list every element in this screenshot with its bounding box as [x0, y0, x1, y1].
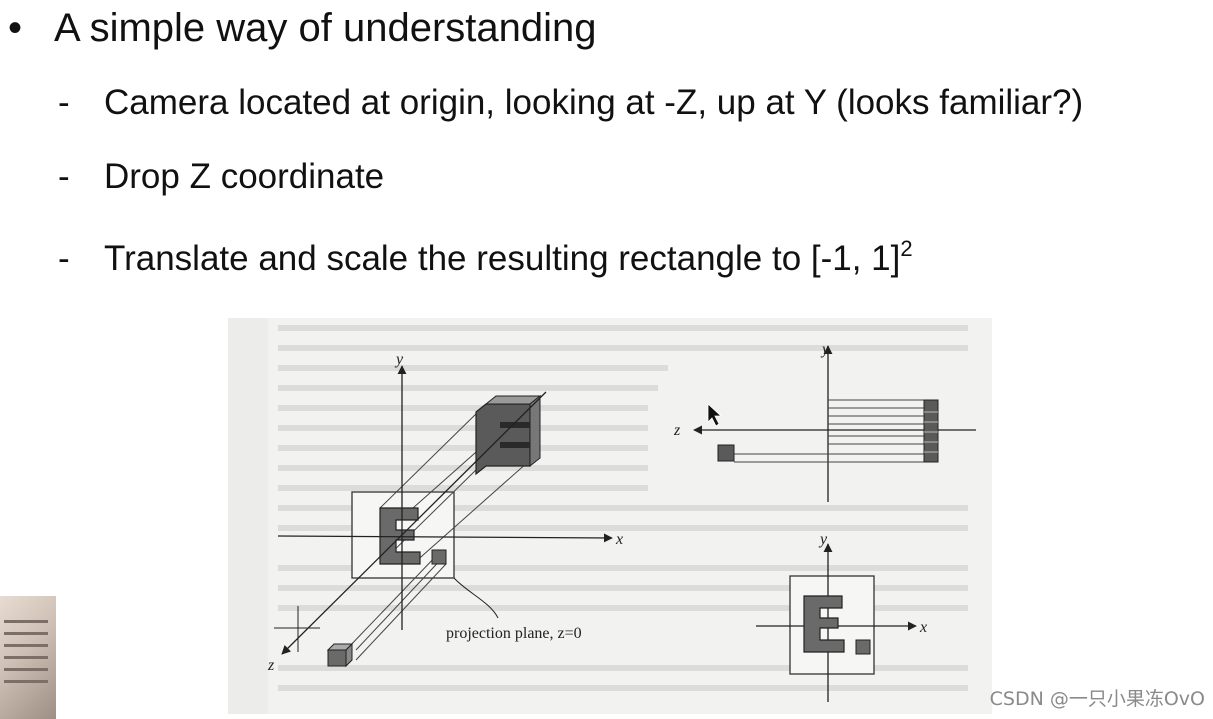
webcam-overlay	[0, 596, 56, 719]
bullet-dot: •	[8, 4, 54, 52]
dash-marker: -	[58, 238, 104, 280]
figure-caption: projection plane, z=0	[446, 625, 582, 642]
front-block-e	[804, 596, 844, 652]
y-axis-label-side: y	[820, 341, 830, 358]
z-axis-label-left: z	[267, 657, 275, 674]
side-small-cube	[718, 445, 734, 461]
bullet-point-2: -Drop Z coordinate	[58, 156, 384, 198]
point-text: Camera located at origin, looking at -Z,…	[104, 83, 1083, 122]
point-text: Drop Z coordinate	[104, 157, 384, 196]
dash-marker: -	[58, 82, 104, 124]
x-axis-label-left: x	[615, 531, 623, 548]
small-cube	[328, 644, 352, 666]
dash-marker: -	[58, 156, 104, 198]
point-text: Translate and scale the resulting rectan…	[104, 239, 900, 278]
orthographic-projection-figure: y x z projection plane, z=0	[228, 318, 992, 714]
slide-heading: •A simple way of understanding	[8, 4, 597, 52]
y-axis-label-left: y	[394, 351, 404, 368]
bullet-point-1: -Camera located at origin, looking at -Z…	[58, 82, 1083, 124]
side-block-e	[924, 400, 938, 462]
front-small-cube	[856, 640, 870, 654]
superscript: 2	[900, 236, 912, 261]
csdn-watermark: CSDN @一只小果冻OvO	[990, 684, 1205, 711]
x-axis-label-front: x	[919, 619, 927, 636]
y-axis-label-front: y	[818, 531, 828, 548]
z-axis-label-side: z	[673, 422, 681, 439]
bullet-point-3: -Translate and scale the resulting recta…	[58, 228, 913, 280]
heading-text: A simple way of understanding	[54, 6, 597, 50]
